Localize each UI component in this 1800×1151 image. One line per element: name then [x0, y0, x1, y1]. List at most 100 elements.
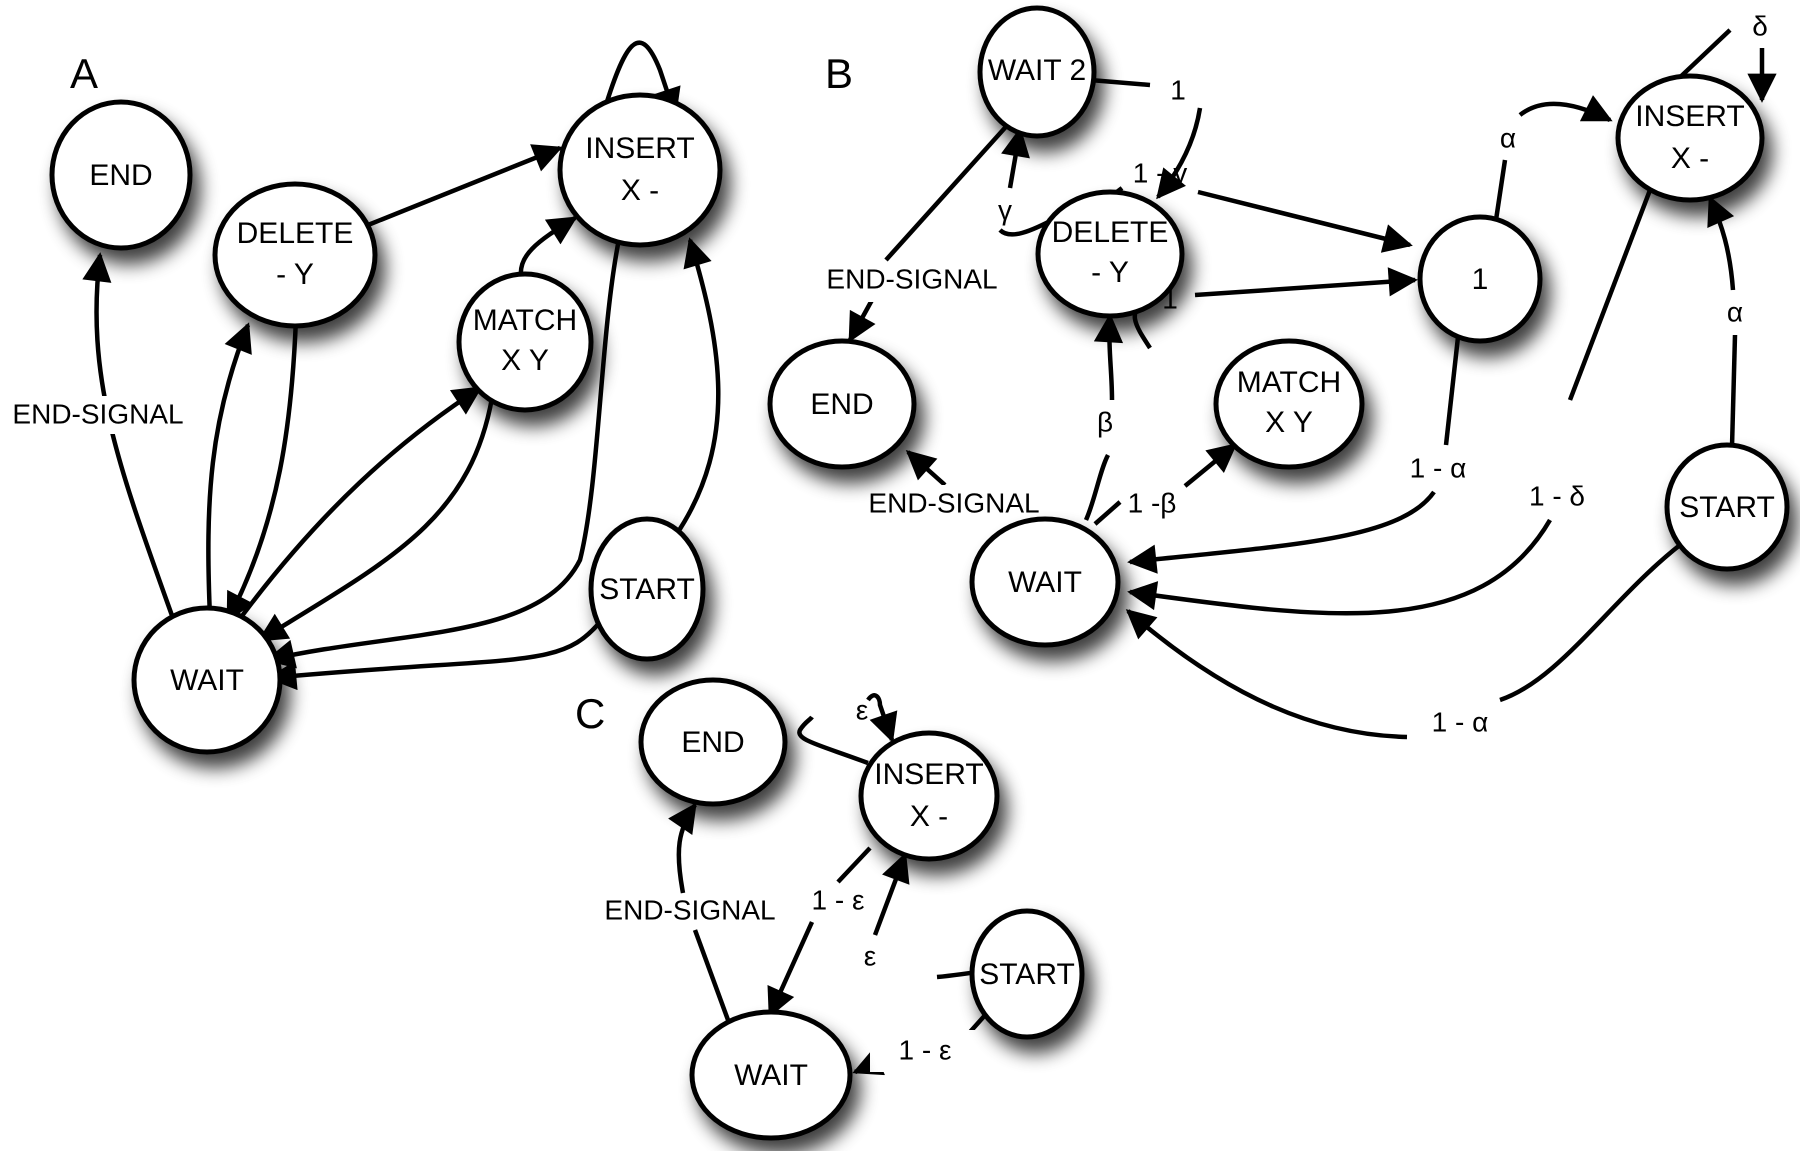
edge-label-a-end-signal: END-SIGNAL [12, 398, 183, 429]
edge-a-match-wait [257, 397, 495, 642]
edge-b-start-wait [1499, 543, 1682, 703]
svg-text:END: END [89, 159, 152, 192]
edges-panel-a [82, 40, 721, 691]
edge-label-c-end-signal: END-SIGNAL [604, 894, 775, 925]
edge-b-wait-delete [1083, 453, 1111, 521]
edge-label-b-one-minus-alpha-mid: 1 - α [1410, 452, 1467, 483]
edge-b-wait-match-2 [1183, 443, 1238, 488]
edge-b-wait2-end-bot [848, 298, 876, 343]
edge-label-b-one-minus-beta: 1 -β [1128, 487, 1177, 518]
svg-text:START: START [599, 573, 695, 606]
node-b-one: 1 [1417, 214, 1543, 344]
node-b-match: MATCH X Y [1213, 338, 1365, 470]
node-b-delete: DELETE - Y [1035, 189, 1185, 319]
edge-c-start-wait-2 [852, 1048, 885, 1076]
edge-c-wait-end-2 [668, 802, 697, 894]
edge-a-start-insert [674, 237, 721, 537]
edge-b-start-insert-2 [1707, 195, 1736, 291]
node-b-start: START [1664, 442, 1790, 572]
svg-text:X Y: X Y [1265, 406, 1313, 439]
edge-label-c-one-minus-epsilon-top: 1 - ε [812, 884, 865, 915]
svg-text:INSERT: INSERT [1635, 100, 1744, 133]
edge-b-wait-match [1093, 500, 1122, 526]
edge-a-start-wait [267, 620, 602, 691]
node-b-insert: INSERT X - [1615, 73, 1765, 203]
edge-b-one-insert-2 [1518, 95, 1613, 123]
edge-b-wait2-delete-2 [1156, 107, 1203, 200]
edge-b-delete-wait2-2 [1001, 127, 1030, 189]
edge-label-b-one-minus-delta: 1 - δ [1529, 480, 1585, 511]
edge-label-b-one-minus-gamma: 1 - γ [1133, 157, 1187, 188]
svg-text:MATCH: MATCH [473, 304, 577, 337]
edge-b-wait2-delete [1089, 77, 1151, 88]
node-c-end: END [638, 677, 788, 807]
svg-text:DELETE: DELETE [1052, 216, 1169, 249]
edge-b-start-insert [1729, 334, 1738, 448]
node-a-match: MATCH X Y [456, 271, 594, 413]
edge-label-bg [808, 262, 1013, 302]
edge-c-wait-end [692, 929, 731, 1021]
node-a-wait: WAIT [131, 605, 283, 755]
svg-text:END: END [681, 726, 744, 759]
edge-c-start-insert-2 [872, 852, 910, 936]
svg-text:WAIT: WAIT [170, 664, 244, 697]
svg-text:X -: X - [621, 174, 659, 207]
edge-label-b-end-signal-bottom: END-SIGNAL [868, 487, 1039, 518]
edge-label-b-end-signal-top: END-SIGNAL [826, 263, 997, 294]
panel-label-b: B [825, 50, 853, 97]
edge-label-bg [870, 1030, 990, 1072]
edge-label-bg [2, 396, 194, 434]
svg-text:INSERT: INSERT [874, 758, 983, 791]
edge-b-insert-self [1673, 28, 1732, 84]
svg-text:WAIT: WAIT [1008, 566, 1082, 599]
edge-c-insert-self [797, 715, 869, 766]
node-c-insert: INSERT START X - [858, 730, 1000, 862]
node-a-end: END [49, 99, 193, 251]
node-a-insert: INSERT X - [557, 92, 723, 248]
edge-a-delete-wait [226, 317, 299, 623]
edge-label-b-delta: δ [1752, 10, 1768, 41]
node-a-delete: DELETE - Y [212, 181, 378, 329]
edge-label-b-gamma: γ [998, 194, 1012, 225]
panel-label-a: A [70, 50, 98, 97]
edge-b-one-insert [1493, 159, 1508, 221]
edge-label-b-alpha-right: α [1727, 296, 1743, 327]
node-a-start: START [588, 516, 706, 662]
panel-label-c: C [575, 690, 605, 737]
edge-label-b-wait2-delete: 1 [1170, 74, 1186, 105]
edge-b-wait-delete-2 [1093, 313, 1124, 401]
svg-text:DELETE: DELETE [237, 217, 354, 250]
svg-text:WAIT: WAIT [734, 1059, 808, 1092]
edge-b-wait2-end-top [884, 118, 1014, 262]
node-c-start: START [969, 908, 1085, 1040]
edge-a-wait-match [234, 386, 483, 626]
edge-a-wait-delete [206, 322, 252, 618]
edge-b-match-one-2 [1194, 267, 1418, 298]
edge-a-wait-end [82, 252, 178, 625]
svg-text:START: START [979, 958, 1075, 991]
svg-text:WAIT 2: WAIT 2 [988, 54, 1086, 87]
svg-text:X -: X - [910, 800, 948, 833]
svg-text:END: END [810, 388, 873, 421]
edge-b-one-wait-2 [1127, 490, 1436, 574]
svg-text:X Y: X Y [501, 344, 549, 377]
edge-c-insert-wait [836, 846, 872, 884]
edge-label-b-alpha-top: α [1500, 122, 1516, 153]
svg-text:INSERT: INSERT [585, 132, 694, 165]
svg-text:1: 1 [1472, 263, 1489, 296]
svg-text:- Y: - Y [1091, 256, 1129, 289]
edge-label-b-one-minus-alpha-bottom: 1 - α [1432, 706, 1489, 737]
node-c-wait: WAIT [689, 1009, 853, 1141]
node-b-wait2: WAIT 2 [977, 5, 1097, 139]
edge-b-insert-wait [1567, 189, 1653, 401]
node-b-wait: WAIT [969, 516, 1121, 648]
edge-c-insert-self-2 [866, 693, 898, 743]
edge-label-c-one-minus-epsilon-bottom: 1 - ε [899, 1034, 952, 1065]
edge-b-start-wait-2 [1125, 609, 1408, 740]
edge-label-c-epsilon-self: ε [856, 694, 868, 725]
svg-text:START: START [1679, 491, 1775, 524]
edge-b-one-wait [1443, 336, 1461, 446]
edge-a-delete-insert [367, 144, 563, 228]
edge-b-wait-end-2 [905, 450, 947, 487]
